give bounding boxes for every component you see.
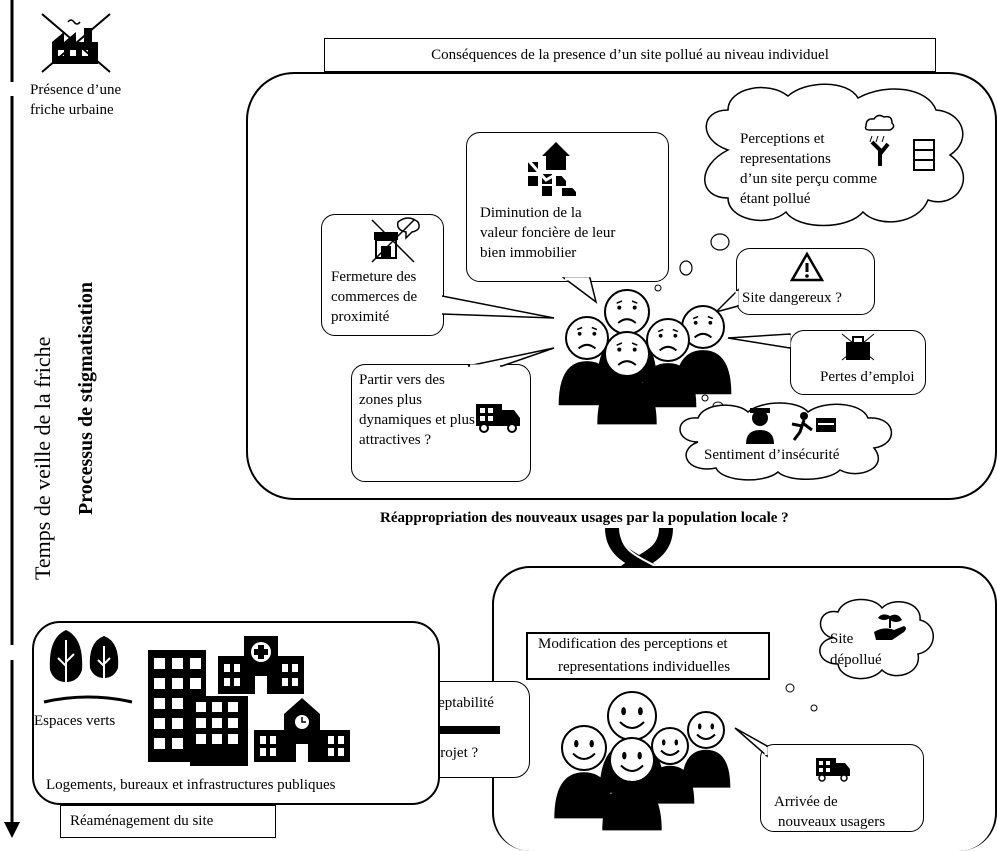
school-icon [254,698,350,762]
emploi-bubble [790,330,926,395]
diminution-line1: Diminution de la [480,205,582,221]
timeline-arrow [4,0,20,838]
reappropriation-label: Réappropriation des nouveaux usages par … [380,510,789,526]
sad-person-icon [558,316,616,406]
diminution-line3: bien immobilier [480,245,577,261]
thief-police-icon [746,408,836,444]
partir-bubble-tail [467,347,555,368]
fermeture-line1: Fermeture des [331,269,417,285]
perceptions-line1: Perceptions et [740,131,825,147]
modification-line1: Modification des perceptions et [538,636,728,652]
depollue-line1: Site [830,631,854,647]
fermeture-bubble-tail [441,295,555,319]
happy-person-icon [602,737,662,831]
process-label: Processus de stigmatisation [75,282,97,515]
logements-label: Logements, bureaux et infrastructures pu… [46,777,336,793]
cloud-tree-icon [864,114,895,166]
individual-consequences-title: Conséquences de la presence d’un site po… [324,38,936,72]
diminution-bubble-tail [561,277,598,304]
perceptions-cloud [704,83,965,227]
perceptions-line2: representations [740,151,831,167]
emploi-text: Pertes d’emploi [820,369,915,385]
emploi-bubble-tail [727,333,791,349]
worried-faces-group [558,289,732,425]
happy-faces-group [554,691,731,831]
hand-plant-icon [874,614,906,640]
arrivee-line2: nouveaux usagers [778,814,886,830]
friche-label-line1: Présence d’une [30,82,122,98]
happy-person-icon [554,725,614,819]
house-value-drop-icon [526,142,580,196]
danger-bubble-tail [713,288,739,314]
partir-line1: Partir vers des [359,372,445,388]
moving-truck-icon [476,404,520,433]
sad-person-icon [674,305,732,395]
left-arrow [408,718,500,742]
partir-line4: attractives ? [359,432,432,448]
fermeture-line3: proximité [331,309,390,325]
diminution-line2: valeur foncière de leur [480,225,616,241]
diminution-bubble [466,132,669,282]
modification-box [526,632,770,680]
closed-shop-icon [371,217,420,263]
trees-icon [43,630,133,704]
partir-line2: zones plus [359,392,422,408]
partir-line3: dynamiques et plus [359,412,475,428]
hospital-icon [218,636,304,694]
arrivee-bubble [760,744,924,832]
friche-label-line2: friche urbaine [30,102,114,118]
arrivee-bubble-tail [734,727,768,758]
reamenagement-box [60,805,276,838]
modification-line2: representations individuelles [558,659,731,675]
arrival-truck-icon [816,758,850,782]
depollue-line2: dépollué [830,652,882,668]
crossed-factory-icon [41,13,111,73]
perceptions-line4: étant pollué [740,191,811,207]
perceptions-line3: d’un site perçu comme [740,171,878,187]
insecurite-cloud [679,402,892,481]
briefcase-crossed-icon [841,333,875,361]
small-thought-circles [785,683,818,712]
espaces-verts-label: Espaces verts [34,713,116,729]
sad-person-icon [597,331,657,425]
barrel-icon [913,139,935,171]
reamenagement-label: Réaménagement du site [70,813,214,829]
sad-person-icon [639,318,697,408]
fermeture-line2: commerces de [331,289,418,305]
office-building-icon [190,696,248,766]
danger-text: Site dangereux ? [742,290,842,306]
warning-triangle-icon [789,251,825,282]
timeline-label: Temps de veille de la friche [30,336,55,580]
happy-person-icon [681,711,731,788]
happy-person-icon [645,727,695,804]
arrivee-line1: Arrivée de [774,794,838,810]
insecurite-text: Sentiment d’insécurité [704,447,840,463]
